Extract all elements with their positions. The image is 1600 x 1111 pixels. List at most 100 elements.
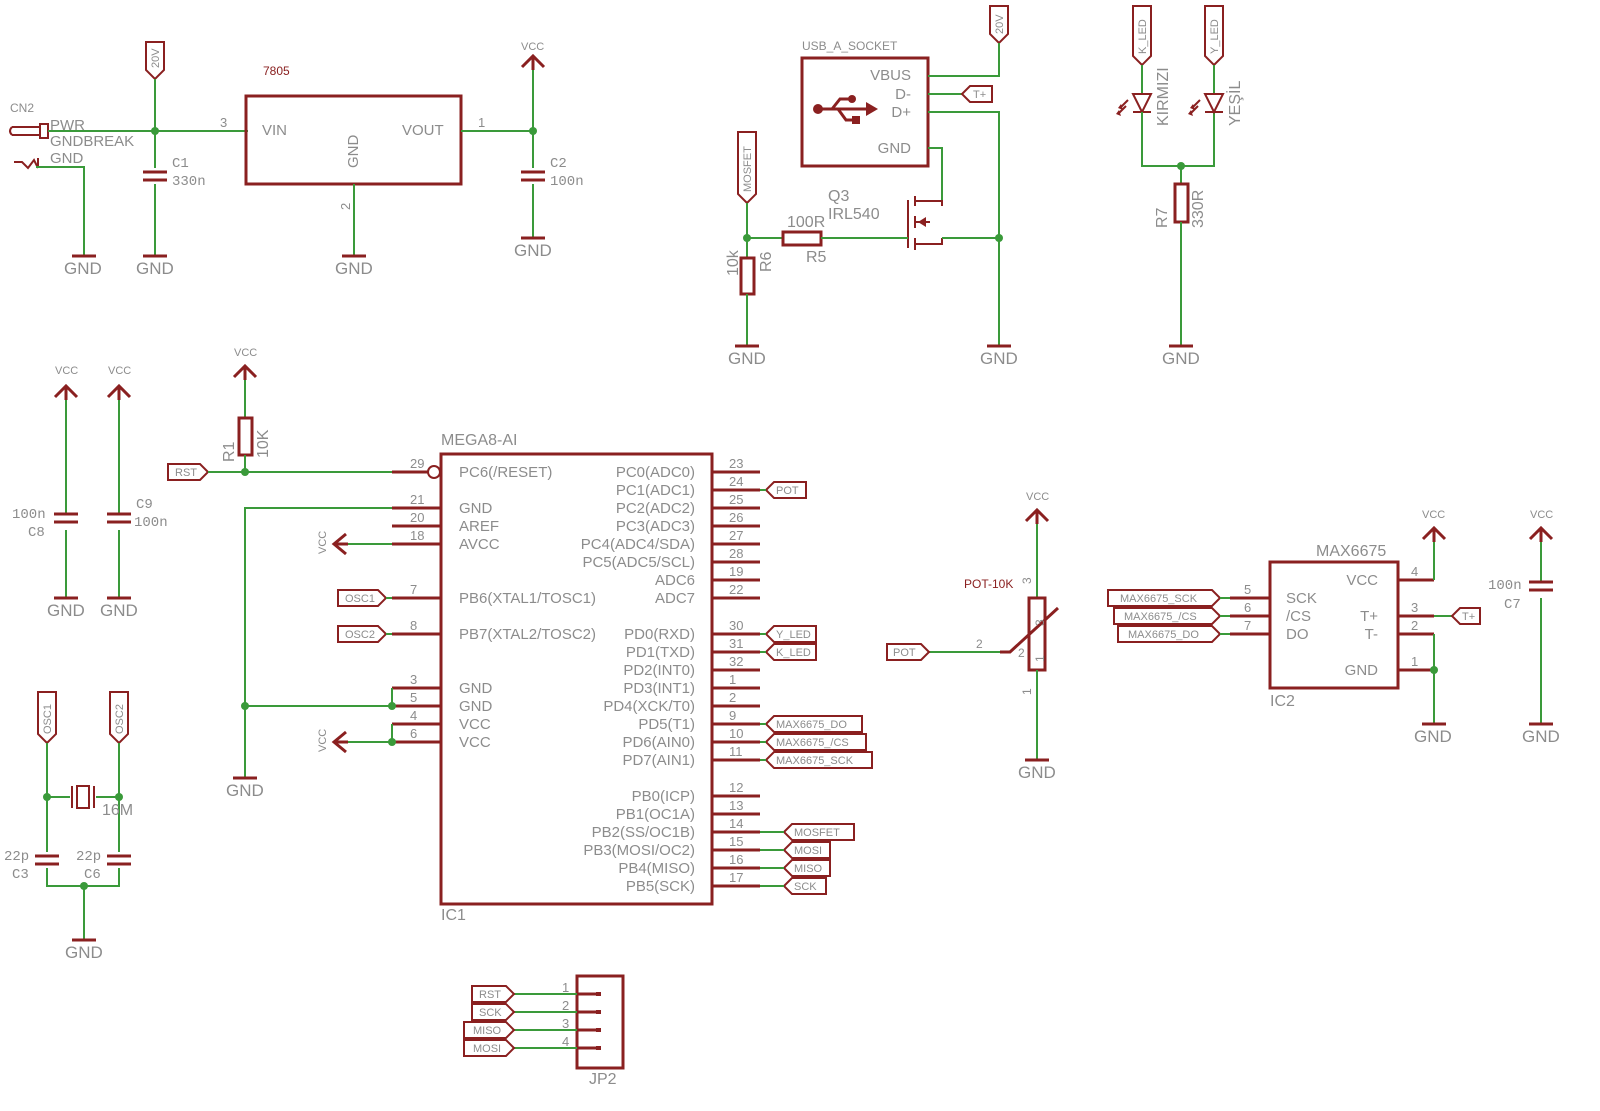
max-right-pins [1398,578,1434,672]
junction [43,793,51,801]
c3-name: C3 [12,867,29,883]
mcu-pin-label: PB0(ICP) [632,788,695,805]
c8-name: C8 [28,525,45,541]
net-label-mosi: MOSI [782,841,831,859]
usb-vbus: VBUS [870,67,911,84]
svg-text:Y_LED: Y_LED [1209,19,1221,54]
mcu-pin-number: 19 [729,564,743,579]
mcu-pin-label: PC0(ADC0) [616,464,695,481]
max-pin7: 7 [1244,618,1251,633]
svg-text:VCC: VCC [108,365,131,377]
mcu-pin-number: 4 [410,708,417,723]
net-label-mosi: MOSI [463,1039,516,1057]
net-label-y-led: Y_LED [764,625,817,643]
max-title: MAX6675 [1316,543,1386,560]
mcu-pin-number: 1 [729,672,736,687]
jp2-pin-tip [596,1010,601,1014]
mcu-pin-number: 11 [729,744,743,759]
mcu-pin-number: 13 [729,798,743,813]
svg-text:VCC: VCC [1422,509,1445,521]
gnd-label: GND [65,943,103,962]
c6-name: C6 [84,867,101,883]
usb-icon [813,95,878,124]
svg-text:OSC2: OSC2 [345,629,375,641]
r6-resistor [739,256,756,296]
mcu-pin-label: ADC7 [655,590,695,607]
svg-text:K_LED: K_LED [776,647,811,659]
svg-text:MAX6675_/CS: MAX6675_/CS [776,737,849,749]
net-label-max-sck: MAX6675_SCK [1107,589,1222,607]
usb-title: USB_A_SOCKET [802,39,898,53]
gnd-label: GND [226,781,264,800]
mcu-pin-label: PC3(ADC3) [616,518,695,535]
mcu-pin-label: PD6(AIN0) [622,734,695,751]
mcu-pin-label: PB2(SS/OC1B) [592,824,695,841]
cn2-name: CN2 [10,101,34,115]
mcu-pin-label: PD1(TXD) [626,644,695,661]
mcu-pin-number: 28 [729,546,743,561]
max-name: IC2 [1270,693,1295,710]
c6-capacitor [107,854,131,866]
vcc-symbol: VCC [1528,509,1553,542]
mcu-pin-number: 18 [410,528,424,543]
mcu-pin-number: 32 [729,654,743,669]
mcu-pin-label: PD0(RXD) [624,626,695,643]
vcc-symbol: VCC [106,365,131,400]
net-label-k-led: K_LED [1132,5,1152,67]
r5-resistor [781,230,823,247]
mcu-pin-label: PB6(XTAL1/TOSC1) [459,590,596,607]
jp2-name: JP2 [589,1071,617,1088]
mcu-pin-label: PD5(T1) [638,716,695,733]
svg-text:MOSFET: MOSFET [794,827,840,839]
wire-max-left [1220,597,1230,635]
junction [80,882,88,890]
c7-capacitor [1529,580,1553,592]
mcu-left-pins: 29PC6(/RESET)21GND20AREF18AVCC7PB6(XTAL1… [392,456,596,751]
cn2-plug [9,126,40,136]
gnd-label: GND [728,349,766,368]
led-red-label: KIRMIZI [1155,67,1172,126]
mcu-pin-number: 17 [729,870,743,885]
gnd-label: GND [980,349,1018,368]
max-pin5: 5 [1244,582,1251,597]
net-label-sck: SCK [471,1003,516,1021]
net-label-max-do: MAX6675_DO [1117,625,1222,643]
mcu-pin-label: PB3(MOSI/OC2) [583,842,695,859]
svg-text:VCC: VCC [317,729,329,752]
r6-value: 10k [725,249,742,276]
r1-name: R1 [221,441,238,462]
svg-text:POT: POT [776,485,799,497]
svg-text:MAX6675_DO: MAX6675_DO [776,719,847,731]
max-pin4: 4 [1411,564,1418,579]
jp2-pin-number: 2 [562,998,569,1013]
cn2-gnd-label: GND [50,150,84,167]
mcu-pin-label: GND [459,698,493,715]
jp2-body [575,974,625,1070]
c9-capacitor [107,512,131,524]
svg-text:OSC1: OSC1 [345,593,375,605]
cn2-pwr-label: PWR [50,117,85,134]
junction [388,702,396,710]
mcu-right-pins: 23PC0(ADC0)24PC1(ADC1)25PC2(ADC2)26PC3(A… [581,456,760,895]
usb-dminus: D- [895,86,911,103]
vcc-symbol: VCC [53,365,78,400]
led-green-label: YEŞİL [1225,81,1244,126]
junction [1430,666,1438,674]
c1-capacitor [143,170,167,182]
pot-pin2-inner: 2 [1018,646,1025,660]
mcu-pin-label: GND [459,680,493,697]
mcu-pin-number: 26 [729,510,743,525]
mcu-pin-number: 14 [729,816,743,831]
gnd-label: GND [1162,349,1200,368]
pot-value: POT-10K [964,577,1013,591]
mcu-pin-label: VCC [459,716,491,733]
wire-dplus-gnd [928,111,1000,346]
mcu-pin-number: 22 [729,582,743,597]
gnd-label: GND [514,241,552,260]
mcu-pin-label: PC5(ADC5/SCL) [582,554,695,571]
mcu-pin-label: VCC [459,734,491,751]
mcu-name: IC1 [441,907,466,924]
mcu-pin-label: PD4(XCK/T0) [603,698,695,715]
mcu-pin-number: 9 [729,708,736,723]
net-label-osc1: OSC1 [337,589,388,607]
